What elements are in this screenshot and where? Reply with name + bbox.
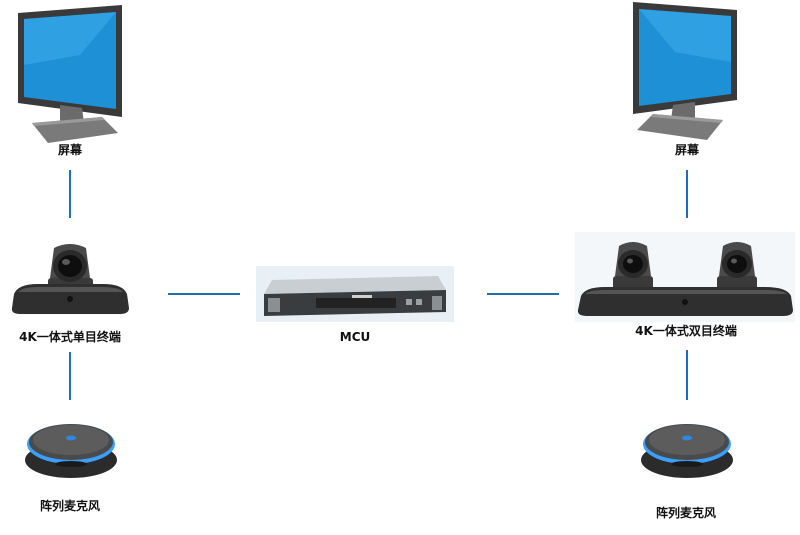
mcu-right-terminal-connector <box>487 293 559 295</box>
mcu-label: MCU <box>339 330 371 344</box>
right-mic <box>638 420 736 482</box>
left-terminal-connector <box>69 352 71 400</box>
left-terminal-mcu-connector <box>168 293 240 295</box>
left-mic-label: 阵列麦克风 <box>39 499 101 513</box>
left-screen-connector <box>69 170 71 218</box>
ptz-camera-icon <box>11 244 129 314</box>
right-screen <box>625 2 745 142</box>
left-terminal <box>8 238 133 318</box>
right-screen-connector <box>686 170 688 218</box>
array-microphone-icon <box>641 424 733 478</box>
monitor-icon <box>633 2 737 140</box>
left-mic <box>22 420 120 482</box>
right-terminal <box>575 232 795 322</box>
right-terminal-label: 4K一体式双目终端 <box>635 324 737 338</box>
left-screen-label: 屏幕 <box>57 143 83 157</box>
right-mic-label: 阵列麦克风 <box>655 506 717 520</box>
rack-server-icon <box>256 266 454 322</box>
right-terminal-connector <box>686 350 688 400</box>
mcu <box>256 266 454 322</box>
monitor-icon <box>18 5 122 143</box>
array-microphone-icon <box>25 424 117 478</box>
dual-ptz-camera-icon <box>575 232 795 322</box>
left-terminal-label: 4K一体式单目终端 <box>19 330 121 344</box>
right-screen-label: 屏幕 <box>674 143 700 157</box>
left-screen <box>10 5 130 145</box>
